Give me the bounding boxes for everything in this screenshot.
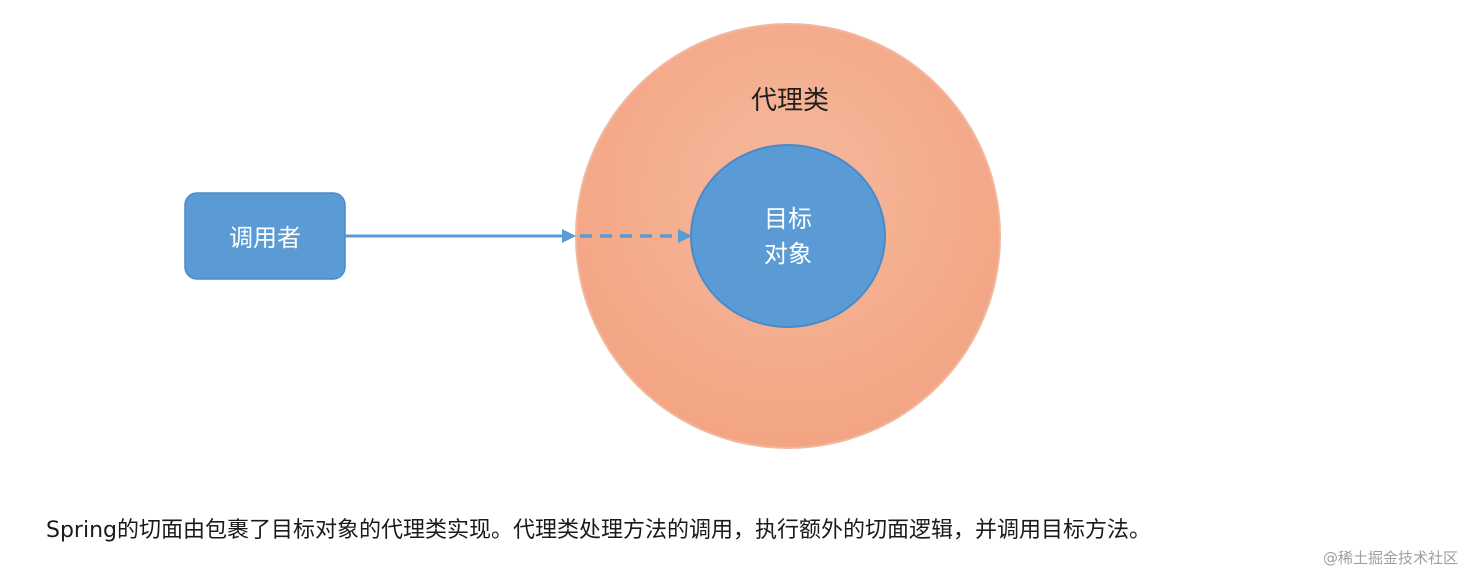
- diagram-caption: Spring的切面由包裹了目标对象的代理类实现。代理类处理方法的调用，执行额外的…: [46, 518, 1151, 543]
- call-arrow-dashed-head: [678, 229, 692, 243]
- call-arrow-solid-head: [562, 229, 576, 243]
- proxy-class-label: 代理类: [751, 86, 829, 116]
- watermark: @稀土掘金技术社区: [1322, 549, 1458, 567]
- target-object-circle: [690, 144, 886, 328]
- caller-label: 调用者: [229, 224, 301, 252]
- target-object-label-line2: 对象: [764, 240, 812, 268]
- target-object-label-line1: 目标: [764, 205, 812, 233]
